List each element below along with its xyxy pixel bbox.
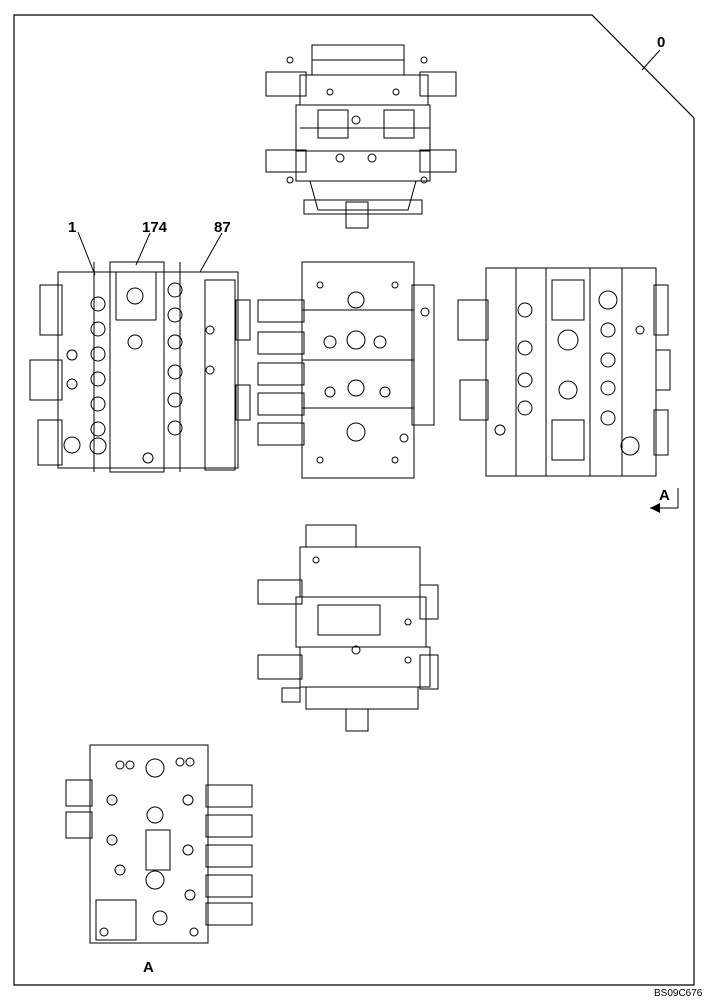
- leader-line-87: [199, 232, 223, 273]
- valve-right-view: [457, 267, 671, 477]
- callout-174: 174: [142, 219, 168, 236]
- sheet-code: BS09C676: [654, 988, 703, 999]
- drawing-frame: [13, 14, 695, 986]
- valve-left-view: [29, 261, 251, 473]
- leader-line-0: [641, 49, 661, 71]
- valve-top-view: [265, 44, 457, 229]
- view-a-label: A: [143, 959, 154, 976]
- valve-center-view: [257, 261, 435, 479]
- callout-87: 87: [214, 219, 231, 236]
- callout-1: 1: [68, 219, 76, 236]
- view-marker-label: A: [659, 487, 670, 504]
- valve-bottom-view: [257, 524, 439, 732]
- view-direction-marker: A: [650, 487, 679, 513]
- valve-view-a: [65, 744, 253, 944]
- leader-line-1: [77, 231, 96, 276]
- leader-line-174: [135, 232, 151, 266]
- callout-0: 0: [657, 34, 665, 51]
